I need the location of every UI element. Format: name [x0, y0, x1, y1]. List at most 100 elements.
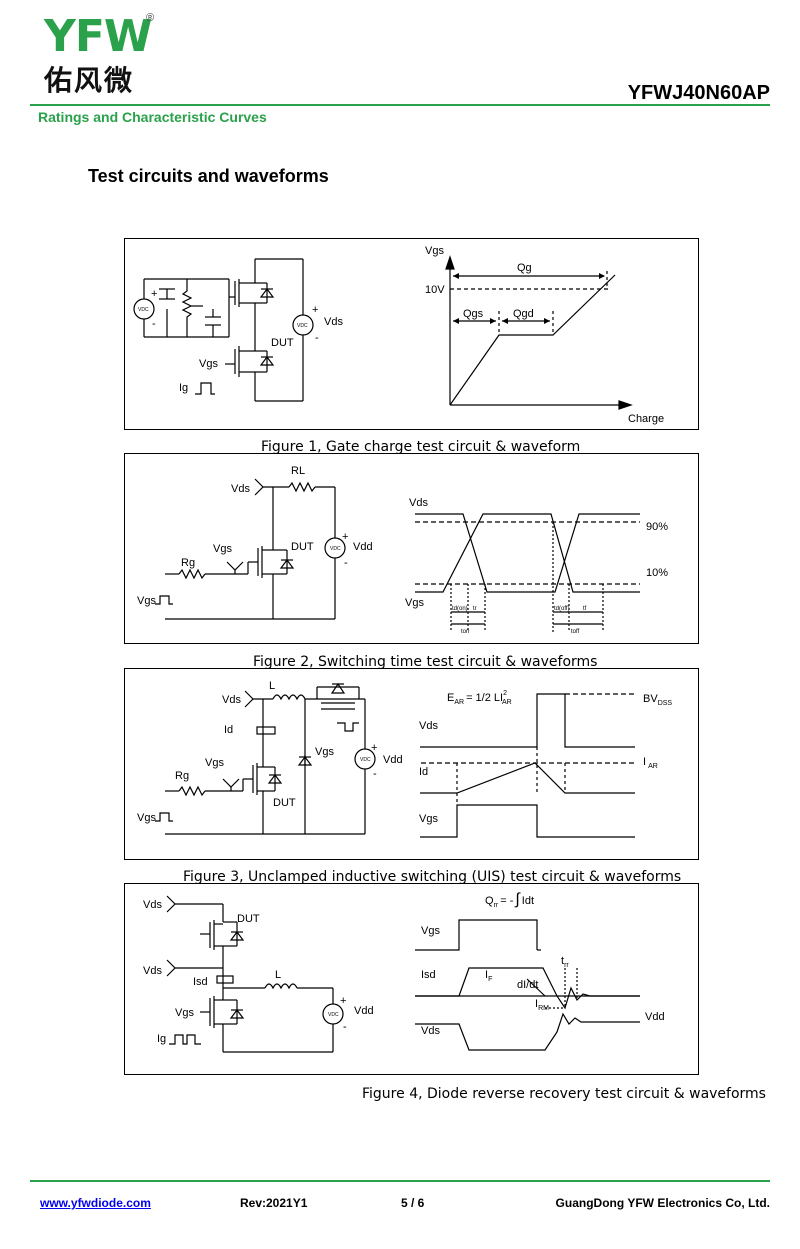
vdc-label-1: VDC	[138, 307, 149, 313]
td-on-label: td(on)	[452, 606, 468, 612]
vgs-axis-label: Vgs	[425, 245, 444, 257]
figure-2-caption: Figure 2, Switching time test circuit & …	[253, 654, 598, 670]
minus-sign-2: -	[315, 332, 319, 344]
bvdss-label: BVDSS	[643, 693, 672, 707]
waveform-isd-label: Isd	[421, 969, 436, 981]
minus-sign: -	[343, 1021, 347, 1033]
10v-label: 10V	[425, 284, 445, 296]
waveform-vds-label: Vds	[409, 497, 428, 509]
website-link[interactable]: www.yfwdiode.com	[40, 1196, 151, 1210]
footer-revision: Rev:2021Y1	[240, 1196, 308, 1210]
vgs-label: Vgs	[175, 1007, 194, 1019]
vdc-label-2: VDC	[297, 323, 308, 329]
qgs-label: Qgs	[463, 308, 484, 320]
if-label: IF	[485, 969, 492, 983]
ton-label: ton	[461, 629, 469, 635]
vds-label: Vds	[222, 694, 241, 706]
minus-sign: -	[373, 768, 377, 780]
plus-sign: +	[342, 531, 348, 543]
waveform-vgs-label: Vgs	[421, 925, 440, 937]
vds-label: Vds	[324, 316, 343, 328]
logo-chinese: 佑风微	[44, 64, 135, 97]
logo-text: YFW	[44, 11, 152, 62]
footer-page: 5 / 6	[401, 1196, 425, 1210]
charge-axis-label: Charge	[628, 413, 664, 425]
rl-label: RL	[291, 465, 305, 477]
figure-2-panel: VDC + - Vds RL Vgs DUT Rg Vdd Vgs Vds Vg…	[124, 453, 699, 644]
vgs-input-label: Vgs	[137, 812, 156, 824]
figure-1-caption: Figure 1, Gate charge test circuit & wav…	[261, 439, 581, 455]
vdc-label: VDC	[360, 757, 371, 763]
gate-charge-diagram: VDC VDC + - + - Vds DUT Vgs Ig Vgs Charg…	[133, 245, 664, 425]
figure-3-caption: Figure 3, Unclamped inductive switching …	[183, 869, 682, 885]
footer-website[interactable]: www.yfwdiode.com	[40, 1196, 151, 1210]
rg-label: Rg	[175, 770, 189, 782]
td-off-label: td(off)	[554, 606, 570, 612]
qg-label: Qg	[517, 262, 532, 274]
registered-mark: ®	[146, 12, 155, 24]
plus-sign: +	[340, 995, 346, 1007]
waveform-vds-label: Vds	[421, 1025, 440, 1037]
10-percent-label: 10%	[646, 567, 668, 579]
plus-sign: +	[371, 742, 377, 754]
id-label: Id	[224, 724, 233, 736]
ig-label: Ig	[157, 1033, 166, 1045]
dut-label: DUT	[291, 541, 314, 553]
waveform-vdd-label: Vdd	[645, 1011, 665, 1023]
rg-label: Rg	[181, 557, 195, 569]
tr-label: tr	[473, 606, 477, 612]
figure-4-caption: Figure 4, Diode reverse recovery test ci…	[362, 1086, 766, 1102]
waveform-id-label: Id	[419, 766, 428, 778]
vgs-label: Vgs	[199, 358, 218, 370]
vdd-label: Vdd	[353, 541, 373, 553]
inductor-label: L	[269, 680, 275, 692]
didt-label: dI/dt	[517, 979, 538, 991]
dut-label: DUT	[273, 797, 296, 809]
vdc-label: VDC	[330, 546, 341, 552]
logo: YFW	[44, 11, 152, 62]
dut-label: DUT	[271, 337, 294, 349]
section-title: Test circuits and waveforms	[88, 166, 329, 186]
vdc-label: VDC	[328, 1012, 339, 1018]
switching-time-diagram: VDC + - Vds RL Vgs DUT Rg Vdd Vgs Vds Vg…	[137, 465, 668, 635]
waveform-vds-label: Vds	[419, 720, 438, 732]
waveform-vgs-label: Vgs	[405, 597, 424, 609]
footer-divider	[30, 1180, 770, 1182]
dut-label: DUT	[237, 913, 260, 925]
minus-sign: -	[152, 318, 156, 330]
90-percent-label: 90%	[646, 521, 668, 533]
vds-mid-label: Vds	[143, 965, 162, 977]
plus-sign-2: +	[312, 304, 318, 316]
trr-label: trr	[561, 955, 569, 969]
figure-4-panel: VDC + - Vds DUT Vds Isd L Vgs Vdd Ig Vgs…	[124, 883, 699, 1075]
part-number: YFWJ40N60AP	[627, 82, 770, 104]
isd-label: Isd	[193, 976, 208, 988]
vdd-label: Vdd	[354, 1005, 374, 1017]
uis-diagram: VDC + - Vds L Id Vgs Vdd Rg Vgs DUT Vgs …	[137, 680, 672, 838]
tf-label: tf	[583, 606, 587, 612]
diode-recovery-diagram: VDC + - Vds DUT Vds Isd L Vgs Vdd Ig Vgs…	[143, 891, 665, 1053]
ig-label: Ig	[179, 382, 188, 394]
vgs-label: Vgs	[213, 543, 232, 555]
vgs-label: Vgs	[205, 757, 224, 769]
figure-3-panel: VDC + - Vds L Id Vgs Vdd Rg Vgs DUT Vgs …	[124, 668, 699, 860]
vgs-input-label: Vgs	[137, 595, 156, 607]
vds-top-label: Vds	[143, 899, 162, 911]
qgd-label: Qgd	[513, 308, 534, 320]
waveform-vgs-label: Vgs	[419, 813, 438, 825]
inductor-label: L	[275, 969, 281, 981]
irm-label: IRM	[535, 998, 549, 1012]
vgs-pulse-label: Vgs	[315, 746, 334, 758]
qrr-formula: Qrr= -∫Idt	[485, 891, 534, 909]
figure-1-panel: VDC VDC + - + - Vds DUT Vgs Ig Vgs Charg…	[124, 238, 699, 430]
minus-sign: -	[344, 557, 348, 569]
plus-sign: +	[151, 288, 157, 300]
footer-company: GuangDong YFW Electronics Co, Ltd.	[555, 1196, 770, 1210]
page-subtitle: Ratings and Characteristic Curves	[38, 109, 267, 125]
vdd-label: Vdd	[383, 754, 403, 766]
header-divider	[30, 104, 770, 106]
vds-label: Vds	[231, 483, 250, 495]
toff-label: toff	[571, 629, 580, 635]
